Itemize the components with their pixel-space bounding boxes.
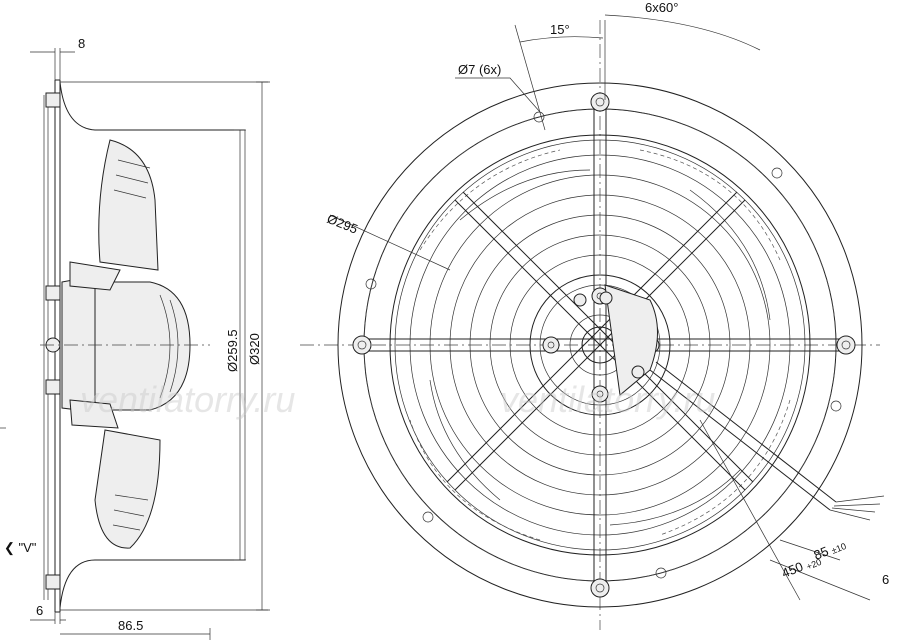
dim-cable-short: 85 — [812, 543, 831, 562]
dim-angle-spacing: 6x60° — [645, 0, 678, 15]
side-motor — [61, 275, 191, 413]
side-view: 8 6 86.5 Ø259.5 Ø320 ❮ "V" — [0, 36, 270, 640]
mounting-holes — [365, 111, 842, 579]
side-blades — [69, 139, 161, 549]
dim-depth: 86.5 — [118, 618, 143, 633]
dim-wire-end: 6 — [882, 572, 889, 587]
dim-inner-diameter: Ø259.5 — [225, 329, 240, 372]
guard-rings — [409, 154, 791, 536]
dim-angle-offset: 15° — [550, 22, 570, 37]
dim-top-flange: 8 — [78, 36, 85, 51]
front-dimensions — [329, 14, 871, 601]
dim-bolt-circle: Ø295 — [325, 211, 360, 237]
dim-cable-long: 450 — [780, 559, 806, 581]
view-marker: ❮ "V" — [4, 540, 37, 556]
guard-spokes — [362, 102, 848, 588]
dim-hole-spec: Ø7 (6x) — [458, 62, 501, 77]
front-view: Ø7 (6x) 15° 6x60° Ø295 85 ±10 450 +20 6 — [300, 0, 889, 630]
side-dimensions — [30, 48, 270, 640]
watermark-left: ventilatorry.ru — [80, 379, 295, 420]
dim-outer-diameter: Ø320 — [247, 333, 262, 365]
blade-outlines — [409, 149, 791, 541]
outer-housing-ring — [337, 82, 863, 608]
watermark-right: ventilatorry.ru — [500, 379, 715, 420]
motor-hub — [529, 274, 671, 416]
venturi-ring — [389, 134, 811, 556]
cable — [649, 361, 885, 601]
dim-bottom-flange: 6 — [36, 603, 43, 618]
dim-cable-short-tol: ±10 — [830, 541, 848, 556]
